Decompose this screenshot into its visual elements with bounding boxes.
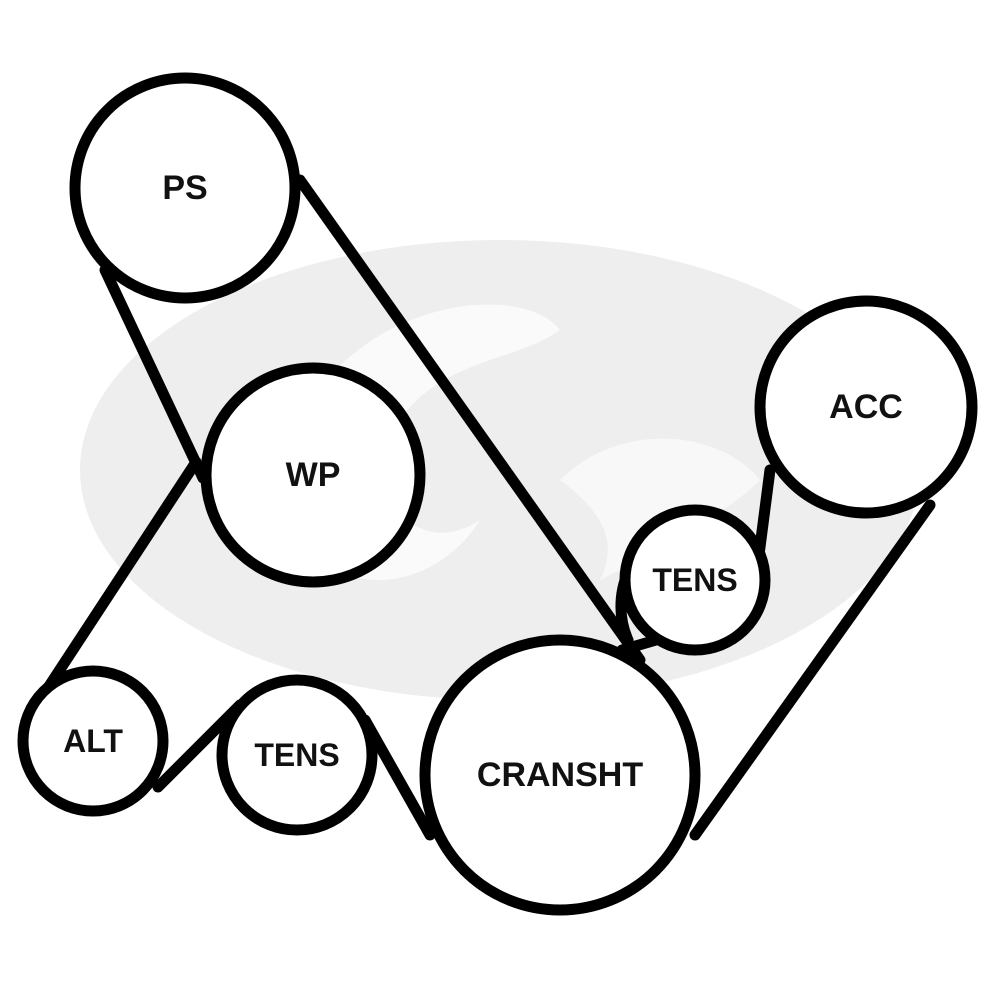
pulley-wp-label: WP <box>286 456 341 494</box>
pulley-crankshaft-label: CRANSHT <box>477 756 643 794</box>
pulley-tens-upper-label: TENS <box>652 562 737 598</box>
belt-wp-alt <box>34 456 202 706</box>
pulley-ps-label: PS <box>162 169 207 207</box>
belt-ps-crankshaft <box>294 174 646 666</box>
pulley-acc-label: ACC <box>829 388 903 426</box>
pulley-alt-circle <box>17 665 169 817</box>
pulley-tens-upper-circle <box>619 504 771 656</box>
pulley-crankshaft-circle <box>419 634 701 916</box>
belt-acc-crankshaft-right <box>689 499 936 841</box>
pulley-alt: ALT <box>17 665 169 817</box>
pulley-tens-lower: TENS <box>216 674 378 836</box>
belt-ps-wp-inner <box>99 264 209 484</box>
pulley-ps-circle <box>69 72 301 304</box>
pulley-alt-label: ALT <box>63 723 123 759</box>
pulley-ps: PS <box>69 72 301 304</box>
pulley-tens-lower-label: TENS <box>254 737 339 773</box>
pulley-tens-lower-circle <box>216 674 378 836</box>
pulley-tens-upper: TENS <box>619 504 771 656</box>
pulley-crankshaft: CRANSHT <box>419 634 701 916</box>
pulley-acc: ACC <box>754 295 978 519</box>
pulley-wp-circle <box>200 362 426 588</box>
pulley-acc-circle <box>754 295 978 519</box>
pulley-wp: WP <box>200 362 426 588</box>
